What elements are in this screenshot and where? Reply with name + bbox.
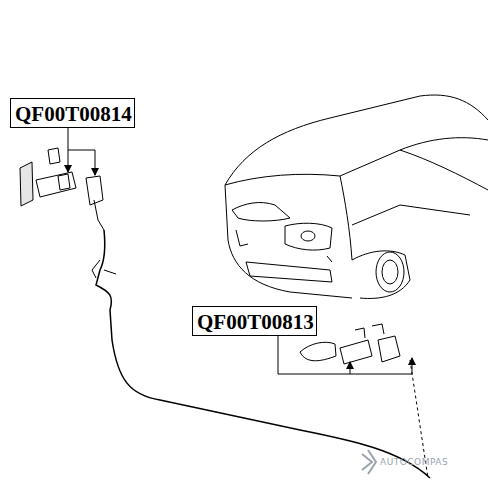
part-number-box: QF00T00814 [10,98,135,128]
watermark: AUTOCOMPAS [380,457,448,467]
part-number: QF00T00814 [15,102,130,126]
part-number: QF00T00813 [197,310,312,334]
part-number-box: QF00T00813 [192,306,317,336]
